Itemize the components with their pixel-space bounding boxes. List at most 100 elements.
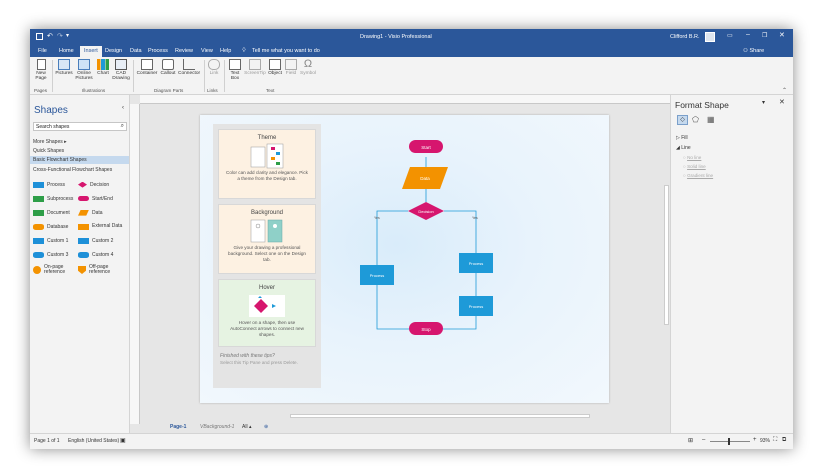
ribbon-display-icon[interactable]: ▭ xyxy=(727,33,733,39)
symbol-button[interactable]: Ω Symbol xyxy=(299,59,317,77)
container-button[interactable]: Container xyxy=(136,59,158,76)
close-button[interactable]: ✕ xyxy=(779,32,785,39)
stencil-data[interactable]: Data xyxy=(78,209,103,217)
vertical-scrollbar[interactable] xyxy=(663,105,670,412)
tab-all-pages[interactable]: All ▴ xyxy=(242,424,252,430)
line-section[interactable]: ◢ Line xyxy=(676,145,691,151)
stencil-database[interactable]: Database xyxy=(33,223,68,231)
scroll-thumb[interactable] xyxy=(290,414,590,418)
zoom-slider[interactable] xyxy=(710,438,750,445)
process-shape-right-1[interactable] xyxy=(459,253,493,273)
drawing-canvas[interactable]: Theme Color can add clarity and elegance… xyxy=(130,95,670,433)
start-shape[interactable] xyxy=(409,140,443,153)
tip-pane[interactable]: Theme Color can add clarity and elegance… xyxy=(213,124,321,388)
language-status[interactable]: English (United States) xyxy=(68,438,120,444)
screentip-button[interactable]: ScreenTip xyxy=(244,59,266,76)
collapse-pane-icon[interactable]: ‹ xyxy=(122,105,124,111)
basic-flowchart-item[interactable]: Basic Flowchart Shapes xyxy=(30,156,129,164)
tab-help[interactable]: Help xyxy=(220,48,232,54)
close-pane-icon[interactable]: ✕ xyxy=(779,99,785,106)
fill-line-icon[interactable]: ◇ xyxy=(677,115,688,125)
solid-line-option[interactable]: ○ Solid line xyxy=(683,164,706,169)
pictures-button[interactable]: Pictures xyxy=(55,59,73,76)
stencil-custom-4[interactable]: Custom 4 xyxy=(78,251,113,259)
new-page-button[interactable]: New Page xyxy=(33,59,49,81)
presentation-mode-icon[interactable]: ⊞ xyxy=(688,438,694,444)
process-shape-left[interactable] xyxy=(360,265,394,285)
horizontal-scrollbar[interactable] xyxy=(270,412,670,420)
callout-button[interactable]: Callout xyxy=(159,59,177,76)
online-pictures-button[interactable]: Online Pictures xyxy=(74,59,94,81)
field-button[interactable]: Field xyxy=(284,59,298,76)
user-name[interactable]: Clifford B.R. xyxy=(670,34,700,40)
minimize-button[interactable]: – xyxy=(746,31,750,38)
tab-file[interactable]: File xyxy=(38,48,47,54)
stencil-subprocess[interactable]: Subprocess xyxy=(33,195,73,203)
zoom-in-button[interactable]: + xyxy=(753,437,757,443)
page-number-status[interactable]: Page 1 of 1 xyxy=(34,438,60,444)
process-shape-right-2[interactable] xyxy=(459,296,493,316)
tab-data[interactable]: Data xyxy=(130,48,142,54)
text-box-button[interactable]: Text Box xyxy=(227,59,243,81)
undo-icon[interactable]: ↶ xyxy=(47,33,53,40)
add-page-icon[interactable]: ⊕ xyxy=(264,424,269,430)
more-shapes-item[interactable]: More Shapes ▸ xyxy=(33,139,67,145)
link-button[interactable]: Link xyxy=(207,59,221,76)
theme-tip-card[interactable]: Theme Color can add clarity and elegance… xyxy=(218,129,316,199)
share-button[interactable]: ⚇ Share xyxy=(743,48,765,54)
collapse-ribbon-icon[interactable]: ⌃ xyxy=(781,88,787,94)
stencil-document[interactable]: Document xyxy=(33,209,70,217)
hover-tip-card[interactable]: Hover Hover on a shape, then use AutoCon… xyxy=(218,279,316,347)
stencil-start-end[interactable]: Start/End xyxy=(78,195,113,203)
zoom-level[interactable]: 93% xyxy=(760,438,771,444)
stencil-process[interactable]: Process xyxy=(33,181,65,189)
stencil-custom-3[interactable]: Custom 3 xyxy=(33,251,68,259)
avatar[interactable] xyxy=(705,32,715,42)
redo-icon[interactable]: ↷ xyxy=(57,33,63,40)
stencil-decision[interactable]: Decision xyxy=(78,181,109,189)
object-button[interactable]: Object xyxy=(267,59,283,76)
no-line-option[interactable]: ○ No line xyxy=(683,155,702,160)
quick-shapes-item[interactable]: Quick Shapes xyxy=(33,148,65,154)
tab-home[interactable]: Home xyxy=(59,48,74,54)
tab-design[interactable]: Design xyxy=(105,48,123,54)
fill-section[interactable]: ▷ Fill xyxy=(676,135,688,141)
search-shapes-field[interactable]: Search shapes ⌕ xyxy=(33,122,127,131)
restore-button[interactable]: ❐ xyxy=(762,33,768,39)
cad-drawing-button[interactable]: CAD Drawing xyxy=(112,59,130,81)
layout-icon[interactable]: ▦ xyxy=(707,115,715,124)
tab-view[interactable]: View xyxy=(201,48,213,54)
background-tip-card[interactable]: Background Give your drawing a professio… xyxy=(218,204,316,274)
zoom-slider-thumb[interactable] xyxy=(728,438,730,445)
tell-me-box[interactable]: Tell me what you want to do xyxy=(252,48,320,54)
pane-options-icon[interactable]: ▾ xyxy=(762,100,766,106)
tab-insert[interactable]: Insert xyxy=(80,46,102,57)
stencil-off-page-reference[interactable]: Off-page reference xyxy=(78,265,123,275)
switch-windows-icon[interactable]: ⧉ xyxy=(782,437,787,443)
zoom-out-button[interactable]: – xyxy=(702,437,706,443)
tab-page-1[interactable]: Page-1 xyxy=(170,424,187,430)
tab-process[interactable]: Process xyxy=(148,48,168,54)
tab-vbackground-1[interactable]: VBackground-1 xyxy=(200,424,235,430)
cross-functional-item[interactable]: Cross-Functional Flowchart Shapes xyxy=(33,167,113,173)
data-shape[interactable] xyxy=(402,167,448,189)
drawing-page[interactable]: Theme Color can add clarity and elegance… xyxy=(200,115,609,403)
effects-icon[interactable]: ⬠ xyxy=(692,115,699,124)
scroll-thumb-vertical[interactable] xyxy=(664,185,669,325)
save-icon[interactable] xyxy=(36,33,43,40)
stencil-on-page-reference[interactable]: On-page reference xyxy=(33,265,78,275)
tab-review[interactable]: Review xyxy=(175,48,194,54)
search-icon[interactable]: ⌕ xyxy=(120,123,124,129)
qat-customize-icon[interactable]: ▾ xyxy=(66,33,70,39)
stencil-custom-2[interactable]: Custom 2 xyxy=(78,237,113,245)
stencil-custom-1[interactable]: Custom 1 xyxy=(33,237,68,245)
stencil-external-data[interactable]: External Data xyxy=(78,223,126,231)
connector-button[interactable]: Connector xyxy=(178,59,200,76)
fit-page-icon[interactable]: ⛶ xyxy=(773,437,778,443)
decision-shape[interactable] xyxy=(408,202,444,220)
stop-shape[interactable] xyxy=(409,322,443,335)
chart-button[interactable]: Chart xyxy=(96,59,110,76)
macro-icon[interactable]: ▣ xyxy=(120,438,126,444)
gradient-line-option[interactable]: ○ Gradient line xyxy=(683,173,714,178)
flowchart[interactable]: Start Data Decision Yes Yes Process Proc… xyxy=(200,115,609,403)
